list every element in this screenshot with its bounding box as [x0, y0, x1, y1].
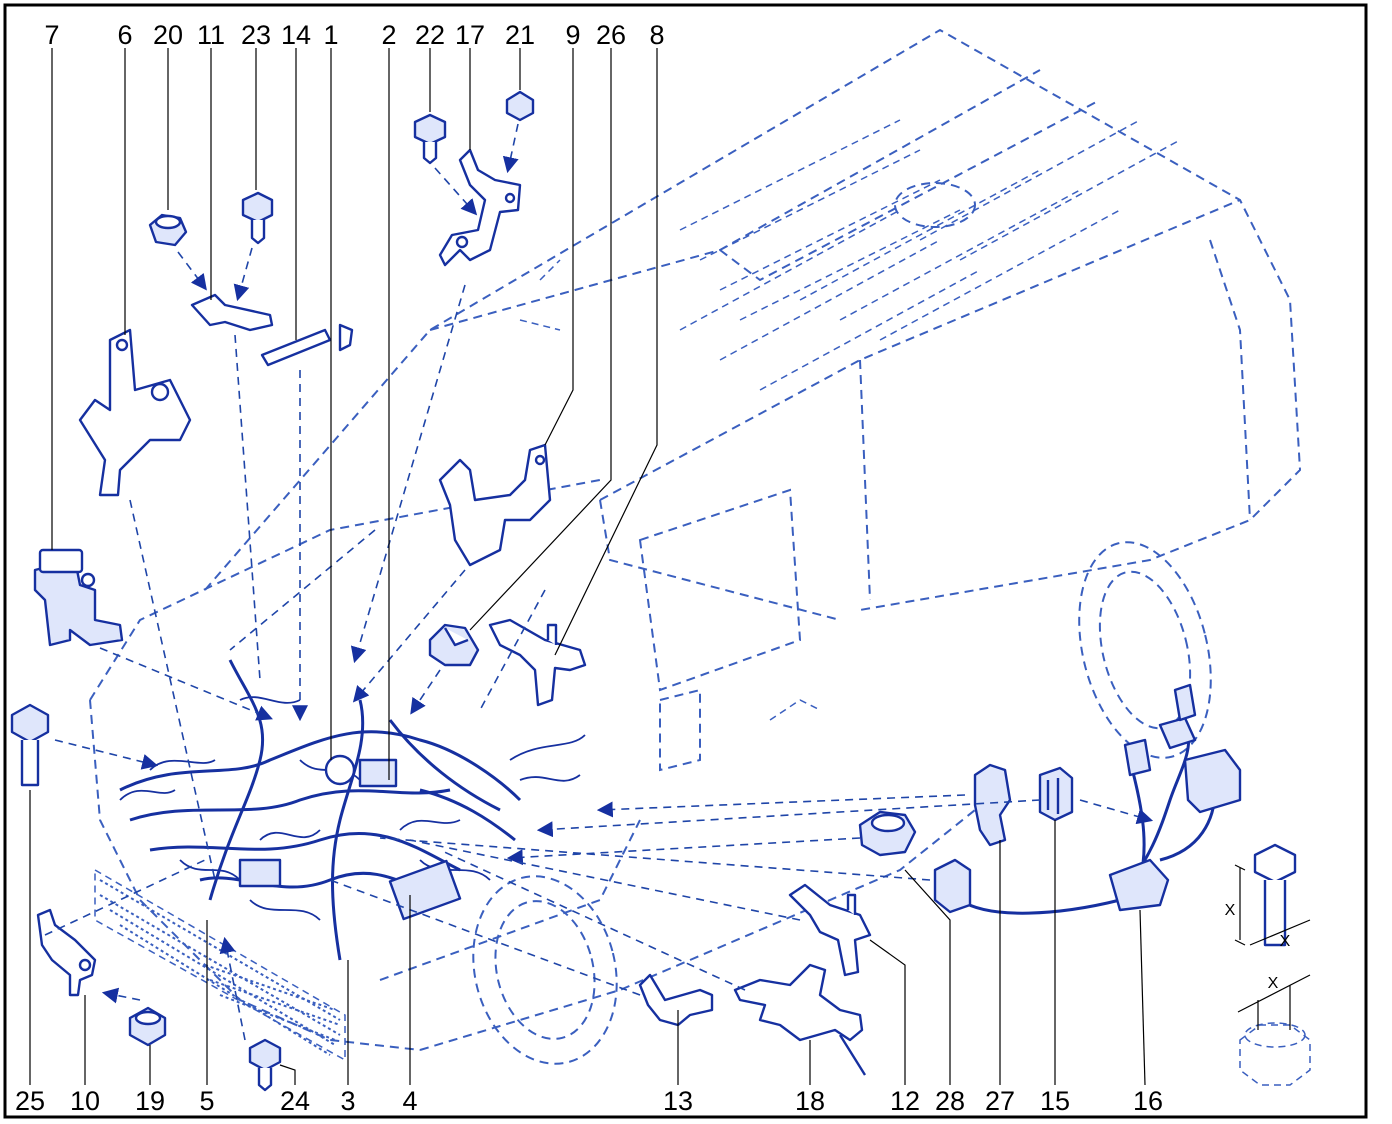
callout-21: 21 [505, 20, 535, 50]
part-10-bracket [36, 908, 97, 997]
callout-19: 19 [135, 1086, 165, 1116]
callout-28: 28 [935, 1086, 965, 1116]
callout-10: 10 [70, 1086, 100, 1116]
assembly-leaders [44, 123, 1154, 1041]
callout-1: 1 [323, 20, 338, 50]
part-11-bracket [190, 293, 274, 332]
part-18-bracket [733, 963, 867, 1076]
diagram-frame [3, 3, 1368, 1119]
callout-20: 20 [153, 20, 183, 50]
callout-7: 7 [44, 20, 59, 50]
part-22-bolt [413, 113, 447, 165]
part-21-nut [505, 90, 535, 122]
callout-25: 25 [15, 1086, 45, 1116]
part-28-nut [858, 810, 917, 857]
callout-23: 23 [241, 20, 271, 50]
callout-4: 4 [402, 1086, 417, 1116]
callout-14: 14 [281, 20, 311, 50]
part-8-bracket [488, 618, 587, 707]
callout-6: 6 [117, 20, 132, 50]
callout-24: 24 [280, 1086, 310, 1116]
part-9-bracket [438, 443, 552, 567]
engine-wiring-harness [119, 659, 586, 961]
part-16-sub-harness [933, 683, 1242, 915]
callout-2: 2 [381, 20, 396, 50]
part-27-clip [973, 763, 1012, 847]
callout-13: 13 [663, 1086, 693, 1116]
part-23-bolt [241, 191, 274, 245]
callout-16: 16 [1133, 1086, 1163, 1116]
callout-5: 5 [199, 1086, 214, 1116]
callout-12: 12 [890, 1086, 920, 1116]
callout-9: 9 [565, 20, 580, 50]
callout-8: 8 [649, 20, 664, 50]
part-15-connector [1038, 766, 1074, 822]
bolt-dimension-label: X [1225, 902, 1236, 919]
part-25-bolt [10, 703, 50, 787]
callout-27: 27 [985, 1086, 1015, 1116]
part-19-nut [128, 1006, 167, 1047]
part-14-strap [260, 323, 354, 367]
nut-dimension-label: X [1268, 975, 1279, 992]
part-20-nut [148, 213, 188, 247]
part-6-bracket [78, 328, 192, 497]
nut-dimension-detail: X [1237, 974, 1311, 1086]
callout-26: 26 [596, 20, 626, 50]
callout-3: 3 [340, 1086, 355, 1116]
bolt-thread-dimension-label: X [1280, 933, 1291, 950]
callout-11: 11 [197, 20, 225, 50]
callout-lines [29, 48, 1146, 1086]
callout-22: 22 [415, 20, 445, 50]
part-7-bracket [33, 548, 124, 647]
callout-17: 17 [455, 20, 485, 50]
bolt-dimension-detail: X X [1225, 843, 1311, 950]
part-17-bracket [438, 148, 522, 267]
part-26-clip [428, 623, 480, 667]
part-13-bracket [638, 973, 714, 1027]
top-callout-numbers: 7 6 20 11 23 14 1 2 22 17 21 9 26 8 [44, 20, 664, 50]
bottom-callout-numbers: 25 10 19 5 24 3 4 13 18 12 28 27 15 16 [15, 1086, 1163, 1116]
callout-15: 15 [1040, 1086, 1070, 1116]
part-12-bracket [788, 883, 872, 977]
part-24-bolt [248, 1038, 282, 1092]
callout-18: 18 [795, 1086, 825, 1116]
